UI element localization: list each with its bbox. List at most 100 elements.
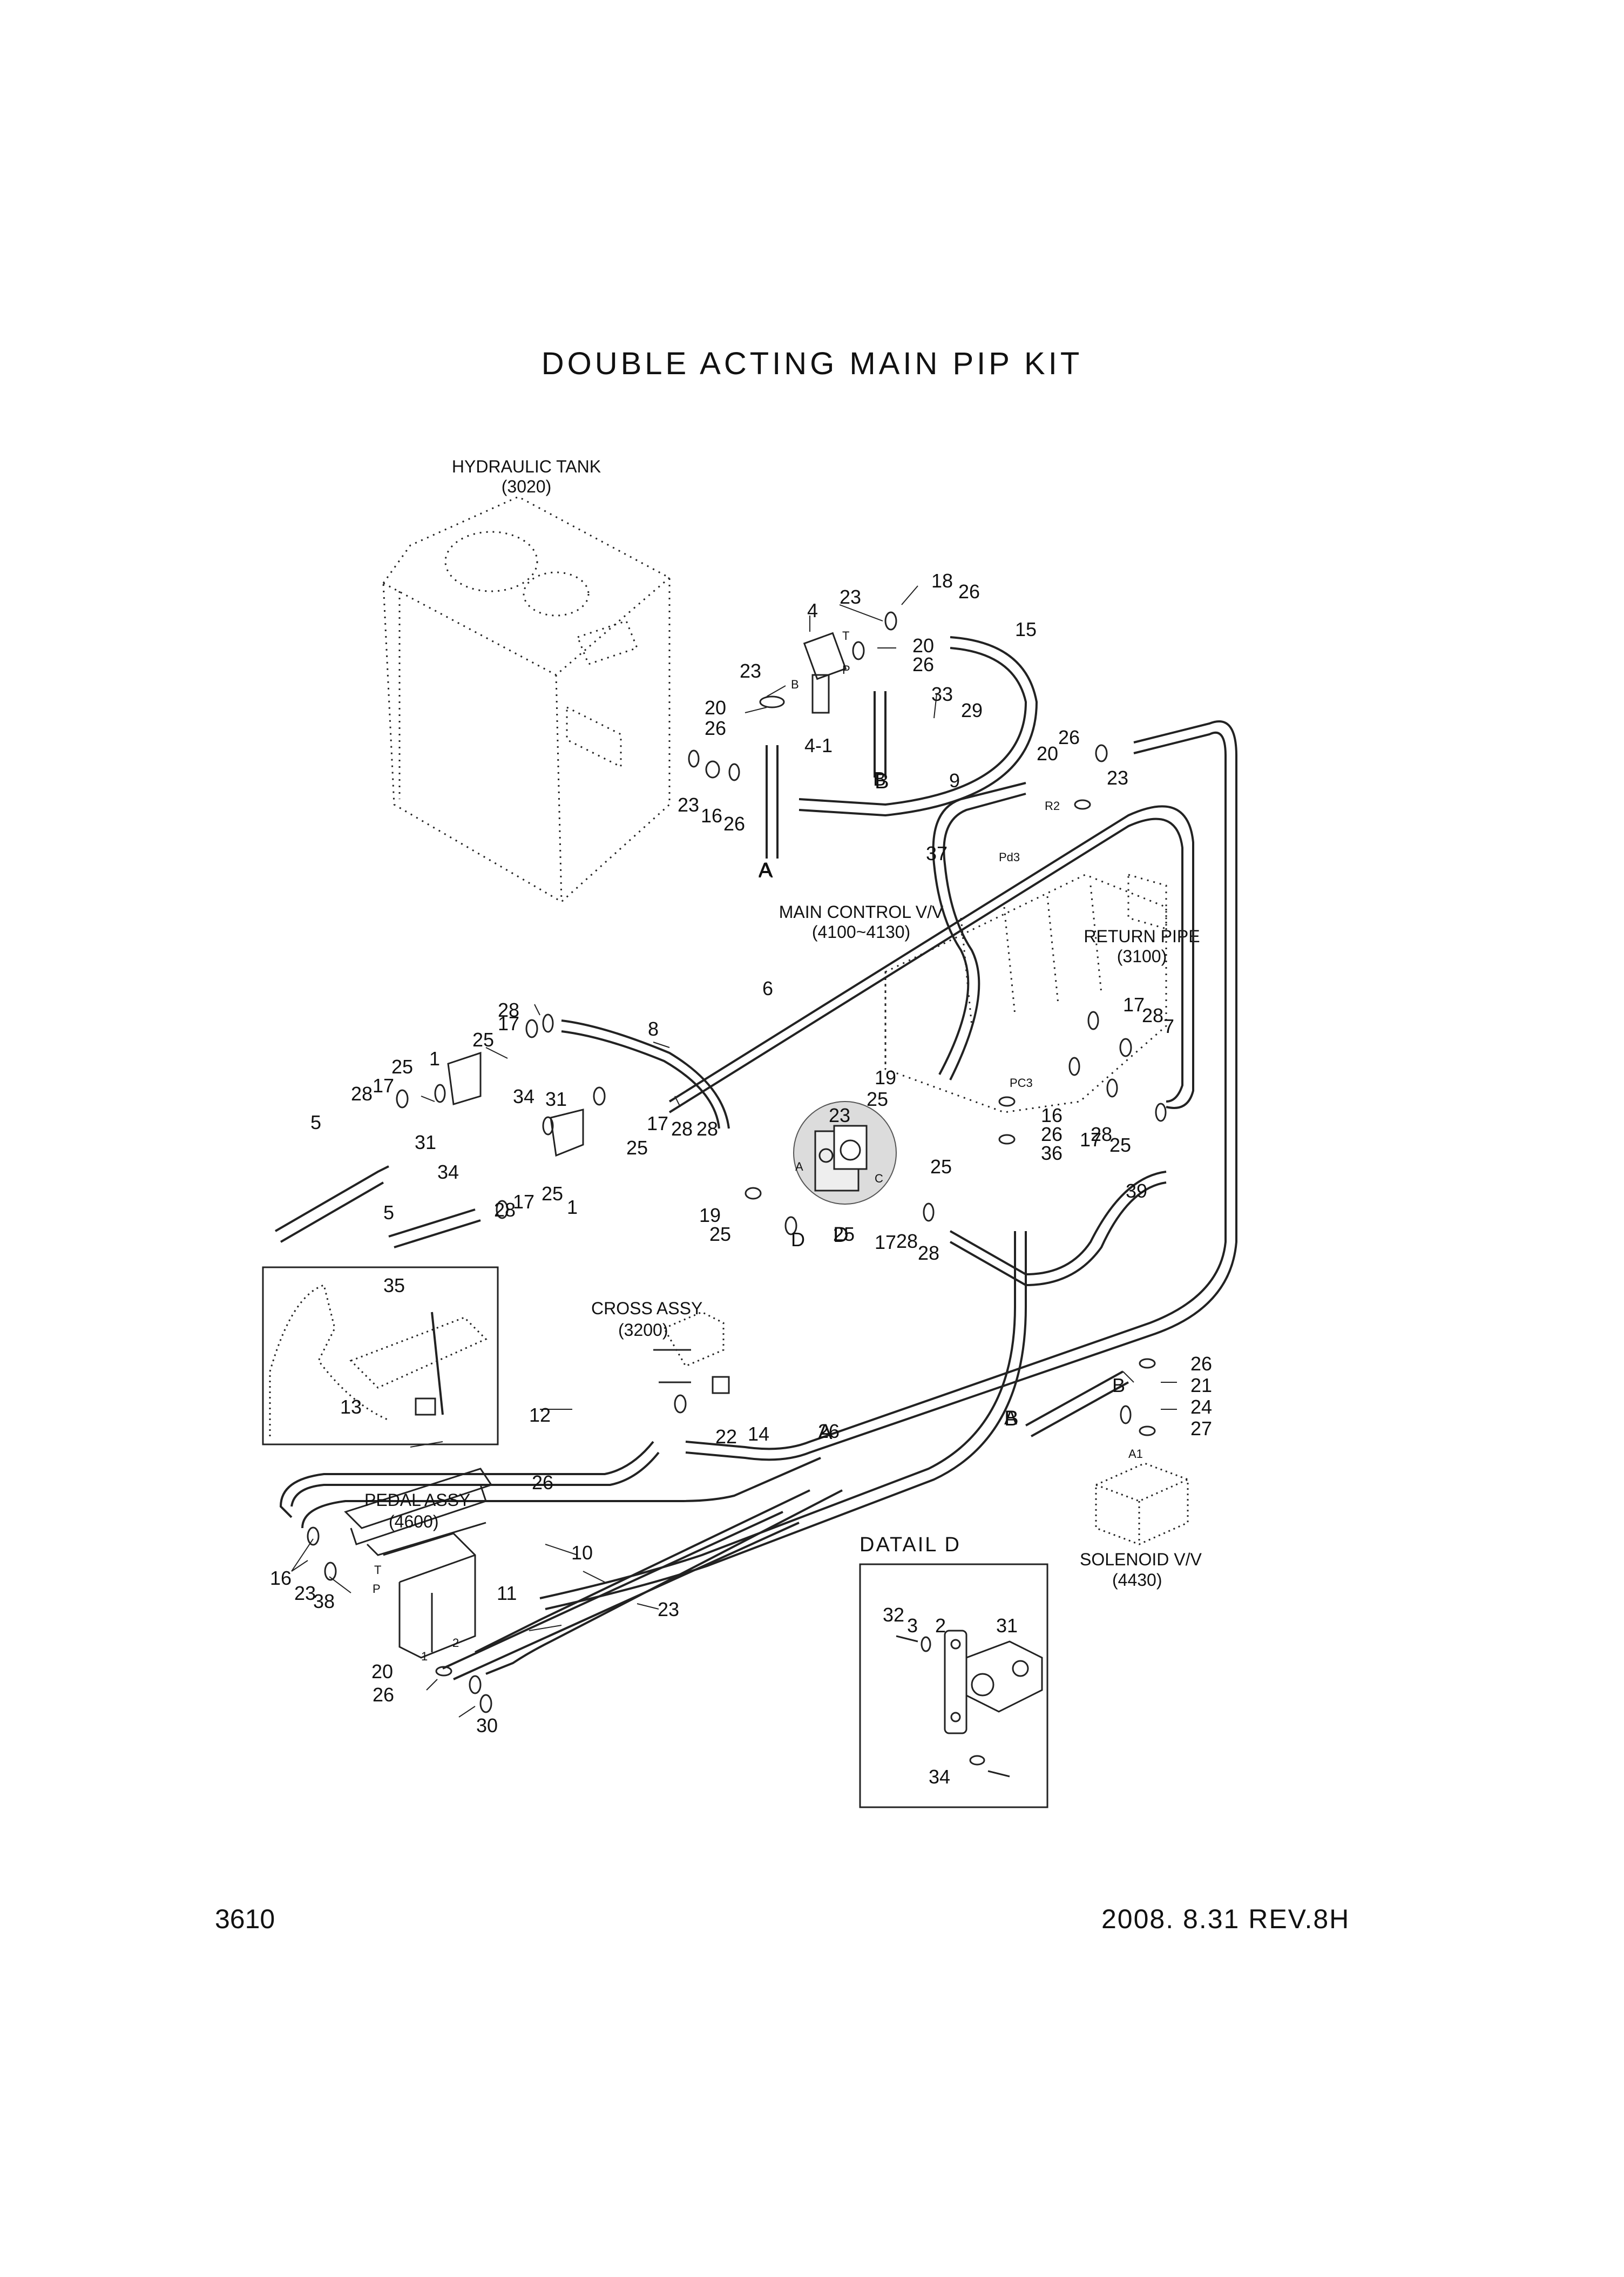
cross-assy-label: CROSS ASSY bbox=[591, 1299, 703, 1318]
callout-number: 31 bbox=[545, 1088, 567, 1110]
callout-number: 38 bbox=[313, 1590, 335, 1612]
callout-number: 1 bbox=[567, 1196, 578, 1218]
callout-number: 25 bbox=[542, 1183, 564, 1205]
callout-number: 23 bbox=[829, 1104, 851, 1126]
callout-number: 25 bbox=[867, 1088, 889, 1110]
port-r2: R2 bbox=[1045, 799, 1060, 813]
hose-12 bbox=[301, 1457, 821, 1529]
callout-number: 25 bbox=[472, 1029, 495, 1051]
callout-number: 15 bbox=[1015, 618, 1037, 640]
return-pipe-ref: (3100) bbox=[1117, 947, 1167, 966]
page-number: 3610 bbox=[215, 1904, 275, 1934]
callout-number: 25 bbox=[709, 1223, 732, 1245]
hose-5-lower bbox=[388, 1208, 476, 1238]
hose-15 bbox=[799, 636, 1038, 817]
callout-number: 31 bbox=[415, 1131, 437, 1153]
port-d: D bbox=[833, 1223, 849, 1247]
hydraulic-tank bbox=[382, 496, 671, 903]
hose-7 bbox=[950, 1171, 1167, 1276]
callout-number: 12 bbox=[529, 1404, 551, 1426]
callout-number: 17 bbox=[875, 1231, 897, 1253]
fittings bbox=[307, 611, 1167, 1713]
callout-number: 22 bbox=[715, 1425, 737, 1448]
hose-14 bbox=[685, 720, 1237, 1461]
callout-number: 26 bbox=[1041, 1123, 1063, 1145]
diagram-title: DOUBLE ACTING MAIN PIP KIT bbox=[541, 346, 1083, 381]
callout-number: 23 bbox=[740, 660, 762, 682]
port-p-valve: P bbox=[842, 663, 850, 677]
callout-number: 25 bbox=[391, 1056, 414, 1078]
callout-number: 8 bbox=[648, 1018, 659, 1040]
callout-number: 19 bbox=[875, 1066, 897, 1089]
callout-number: 28 bbox=[696, 1118, 719, 1140]
callout-number: 16 bbox=[701, 805, 723, 827]
port-pd3: Pd3 bbox=[999, 850, 1020, 864]
detail-d-block bbox=[793, 1101, 897, 1205]
tank-label-group: HYDRAULIC TANK (3020) bbox=[452, 457, 601, 496]
port-pc3: PC3 bbox=[1010, 1076, 1033, 1090]
callout-number: 28 bbox=[918, 1242, 940, 1264]
callout-number: 26 bbox=[1190, 1353, 1213, 1375]
callout-number: 6 bbox=[762, 977, 774, 999]
pedal-assy-label: PEDAL ASSY bbox=[364, 1490, 471, 1510]
callout-number: 17 bbox=[373, 1075, 395, 1097]
callout-number: 28 bbox=[671, 1118, 693, 1140]
detail-d-inset bbox=[859, 1563, 1048, 1808]
port-1-pedal: 1 bbox=[421, 1650, 428, 1663]
callout-number: 16 bbox=[1041, 1104, 1063, 1126]
callout-number: 18 bbox=[931, 570, 953, 592]
callout-number: D bbox=[791, 1228, 805, 1251]
callout-number: 13 bbox=[340, 1396, 362, 1418]
callout-number: 34 bbox=[513, 1085, 535, 1107]
pipe-10 bbox=[485, 1489, 843, 1675]
callout-number: 27 bbox=[1190, 1417, 1213, 1440]
callout-number: 5 bbox=[310, 1111, 322, 1133]
port-t-pedal: T bbox=[374, 1563, 382, 1577]
callout-number: 26 bbox=[818, 1420, 840, 1442]
callout-number: 23 bbox=[840, 586, 862, 608]
hose-9 bbox=[932, 782, 1026, 1075]
callout-number: 26 bbox=[723, 813, 746, 835]
pedal-assy bbox=[344, 1468, 493, 1659]
hose-b-right bbox=[1025, 1370, 1124, 1427]
main-control-valve-labels: MAIN CONTROL V/V (4100~4130) RETURN PIPE… bbox=[779, 902, 1200, 966]
callout-number: 7 bbox=[1163, 1015, 1175, 1037]
callout-number: 16 bbox=[270, 1567, 292, 1589]
callout-number: 37 bbox=[926, 842, 948, 864]
callout-number: 31 bbox=[996, 1614, 1018, 1637]
callout-number: 10 bbox=[571, 1542, 593, 1564]
callout-number: 17 bbox=[647, 1112, 669, 1134]
cross-assy-parts bbox=[653, 1349, 730, 1394]
callout-number: 20 bbox=[912, 634, 935, 657]
callout-number: 26 bbox=[1058, 726, 1080, 748]
leader-lines bbox=[291, 585, 1177, 1718]
callout-number: 14 bbox=[748, 1423, 770, 1445]
callout-number: 5 bbox=[383, 1201, 395, 1224]
solenoid-valve-label: SOLENOID V/V bbox=[1080, 1550, 1202, 1569]
callout-number: A bbox=[759, 859, 772, 881]
hose-lines bbox=[274, 636, 1237, 1680]
callout-number: 28 bbox=[351, 1083, 373, 1105]
callout-number: 26 bbox=[705, 717, 727, 739]
main-control-valve-ref: (4100~4130) bbox=[812, 922, 910, 942]
callout-number: 4 bbox=[807, 599, 818, 621]
port-c-detail: C bbox=[875, 1172, 883, 1185]
port-b-valve: B bbox=[791, 678, 799, 691]
cross-assy-ref: (3200) bbox=[618, 1320, 668, 1340]
callout-number: 25 bbox=[833, 1223, 855, 1245]
port-a-tank: A bbox=[759, 859, 773, 882]
pipe-11 bbox=[475, 1489, 810, 1653]
pedal-assy-ref: (4600) bbox=[389, 1512, 439, 1531]
callout-number: 34 bbox=[437, 1161, 459, 1183]
callout-number: 25 bbox=[1109, 1134, 1132, 1156]
callout-number: 23 bbox=[294, 1582, 316, 1604]
hose-8 bbox=[561, 1019, 730, 1129]
port-a1-solenoid: A1 bbox=[1128, 1447, 1143, 1461]
callout-number: 29 bbox=[961, 699, 983, 721]
callout-number: 32 bbox=[883, 1604, 905, 1626]
port-t-valve: T bbox=[842, 629, 850, 643]
